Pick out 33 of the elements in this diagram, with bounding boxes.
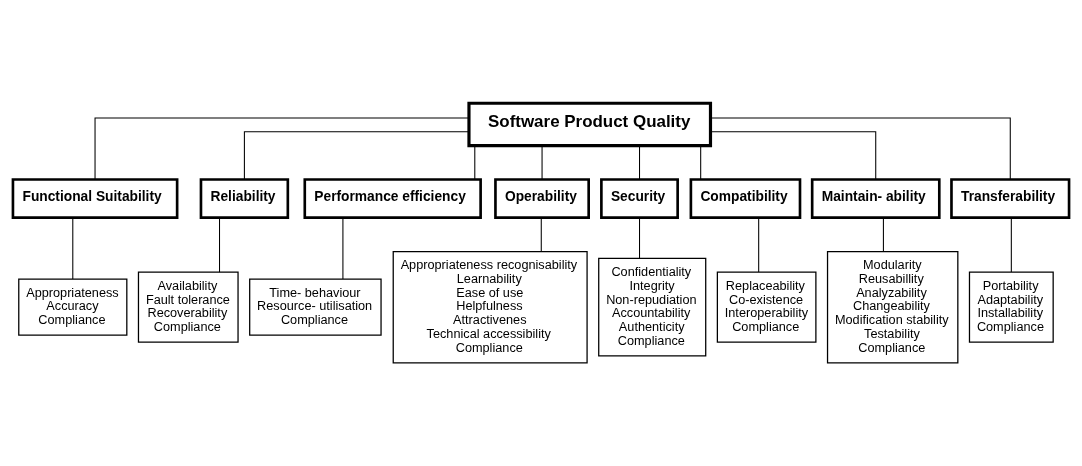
connector (882, 217, 884, 252)
node-box: Availability Fault tolerance Recoverability Compliance (137, 271, 239, 343)
node-box: Appropriateness recognisability Learnability Ease of use Helpfulness Attractivenes Technical accessibility Compliance (392, 250, 588, 364)
node-box: Portability Adaptability Installability Compliance (968, 271, 1054, 343)
node-box: Replaceability Co-existence Interoperability Compliance (716, 271, 817, 343)
node-box: Confidentiality Integrity Non-repudiation Accountability Authenticity Compliance (598, 257, 707, 357)
node-box: Time- behaviour Resource- utilisation Compliance (249, 278, 382, 336)
connector (219, 217, 221, 273)
node-box: Reliability (199, 178, 290, 219)
connector (474, 145, 476, 180)
node-box: Performance efficiency (303, 178, 482, 219)
node-box: Compatibility (689, 178, 802, 219)
connector (1010, 217, 1012, 273)
node-box: Software Product Quality (467, 101, 713, 148)
node-box: Appropriateness Accuracy Compliance (18, 278, 128, 336)
connector (243, 131, 470, 180)
connector (758, 217, 760, 273)
node-box: Modularity Reusabillity Analyzability Changeability Modification stability Testability Compliance (826, 250, 959, 364)
node-box: Maintain- ability (810, 178, 941, 219)
connector (94, 117, 470, 181)
node-box: Security (600, 178, 679, 219)
connector (540, 217, 542, 252)
node-box: Operability (494, 178, 590, 219)
node-box: Functional Suitability (11, 178, 179, 219)
connector (639, 145, 641, 180)
connector (710, 131, 877, 180)
connector (639, 217, 641, 259)
connector (700, 145, 702, 180)
connector (541, 145, 543, 180)
connector (710, 117, 1011, 181)
connector (342, 217, 344, 280)
connector (72, 217, 74, 280)
node-box: Transferability (950, 178, 1071, 219)
